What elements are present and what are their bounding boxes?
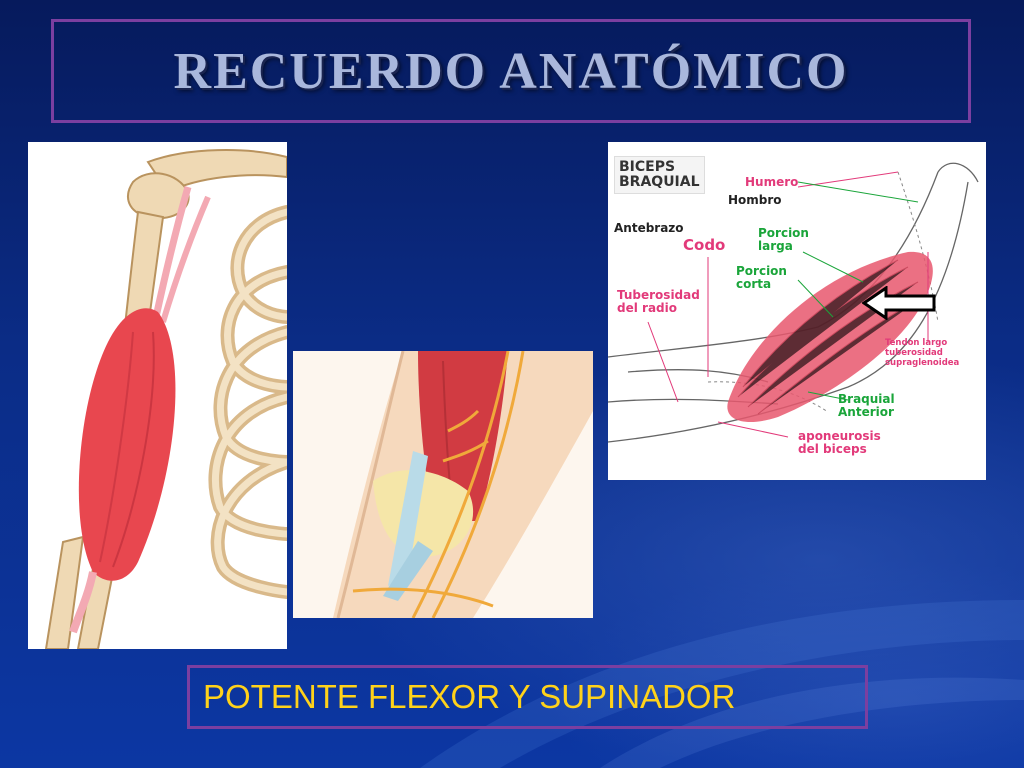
subtitle-box: POTENTE FLEXOR Y SUPINADOR	[187, 665, 868, 729]
diagram-header: BICEPS BRAQUIAL	[614, 156, 705, 194]
left-arrow-icon	[862, 286, 936, 320]
elbow-closeup-illustration	[333, 351, 593, 618]
label-porcion-corta: Porcion corta	[736, 264, 787, 291]
arm-illustration	[44, 149, 287, 649]
diagram-header-line-1: BICEPS	[619, 159, 676, 175]
arm-illustration-panel	[28, 142, 287, 649]
label-porcion-larga: Porcion larga	[758, 226, 809, 253]
label-humero: Humero	[745, 175, 799, 189]
title-box: RECUERDO ANATÓMICO	[51, 19, 971, 123]
slide-title: RECUERDO ANATÓMICO	[173, 42, 849, 100]
label-tendon: Tendon largo tuberosidad supraglenoidea	[885, 338, 960, 368]
diagram-header-line-2: BRAQUIAL	[619, 174, 700, 190]
label-tuberosidad: Tuberosidad del radio	[617, 288, 700, 315]
label-codo: Codo	[683, 236, 726, 254]
slide-subtitle: POTENTE FLEXOR Y SUPINADOR	[203, 678, 736, 715]
label-aponeurosis: aponeurosis del biceps	[798, 429, 881, 456]
elbow-closeup-panel	[293, 351, 593, 618]
label-braquial: Braquial Anterior	[838, 392, 895, 419]
label-antebrazo: Antebrazo	[614, 221, 684, 235]
label-hombro: Hombro	[728, 193, 782, 207]
biceps-labeled-diagram: BICEPS BRAQUIAL Humero Hombro Antebrazo …	[608, 142, 986, 480]
